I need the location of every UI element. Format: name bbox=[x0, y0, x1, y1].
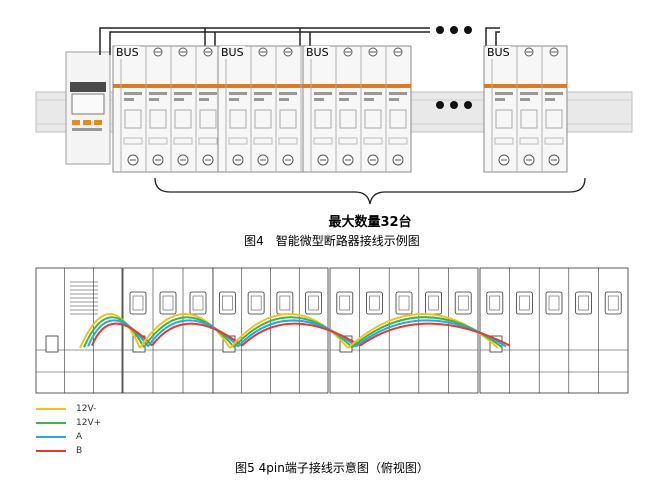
legend-item-12v-plus: 12V+ bbox=[36, 416, 156, 430]
ellipsis-top bbox=[436, 26, 472, 34]
wire-arc bbox=[359, 322, 511, 347]
wire-arc bbox=[87, 319, 149, 347]
terminal-block bbox=[35, 267, 123, 394]
terminal-block bbox=[479, 267, 629, 394]
legend-label: 12V- bbox=[76, 404, 97, 414]
wire-arc bbox=[79, 313, 141, 349]
figure5-caption: 图5 4pin端子接线示意图（俯视图） bbox=[235, 461, 429, 475]
wire-arc bbox=[241, 322, 361, 347]
wire-arc bbox=[139, 313, 231, 349]
legend-swatch bbox=[36, 436, 66, 438]
legend-swatch bbox=[36, 450, 66, 452]
wire-arc bbox=[151, 322, 243, 347]
terminal-wires bbox=[79, 313, 511, 349]
legend-label: A bbox=[76, 432, 83, 442]
breaker-group bbox=[112, 45, 222, 173]
terminal-block bbox=[329, 267, 479, 394]
bus-label: BUS bbox=[220, 46, 245, 59]
legend-swatch bbox=[36, 408, 66, 410]
figure4-caption: 图4 智能微型断路器接线示例图 bbox=[244, 234, 420, 248]
bus-label: BUS bbox=[305, 46, 330, 59]
wire-arc bbox=[233, 316, 353, 348]
controller-module bbox=[65, 51, 111, 165]
legend-label: B bbox=[76, 446, 83, 456]
wire-arc bbox=[83, 316, 145, 348]
wire-arc bbox=[91, 322, 153, 347]
legend-item-b: B bbox=[36, 444, 156, 458]
max-count-label: 最大数量32台 bbox=[328, 215, 412, 230]
legend-item-12v-minus: 12V- bbox=[36, 402, 156, 416]
breaker-groups bbox=[112, 45, 568, 173]
legend-item-a: A bbox=[36, 430, 156, 444]
group-brace bbox=[154, 177, 586, 205]
wire-arc bbox=[143, 316, 235, 348]
terminal-diagram bbox=[35, 267, 629, 394]
wire-legend: 12V- 12V+ A B bbox=[36, 402, 156, 458]
legend-label: 12V+ bbox=[76, 418, 102, 428]
wire-arc bbox=[229, 313, 349, 349]
legend-swatch bbox=[36, 422, 66, 424]
terminal-block bbox=[212, 267, 329, 394]
breaker-group bbox=[483, 45, 568, 173]
breaker-group bbox=[302, 45, 412, 173]
bus-label: BUS bbox=[115, 46, 140, 59]
wire-arc bbox=[147, 319, 239, 348]
bus-label: BUS bbox=[486, 46, 511, 59]
ellipsis-middle bbox=[436, 101, 472, 109]
